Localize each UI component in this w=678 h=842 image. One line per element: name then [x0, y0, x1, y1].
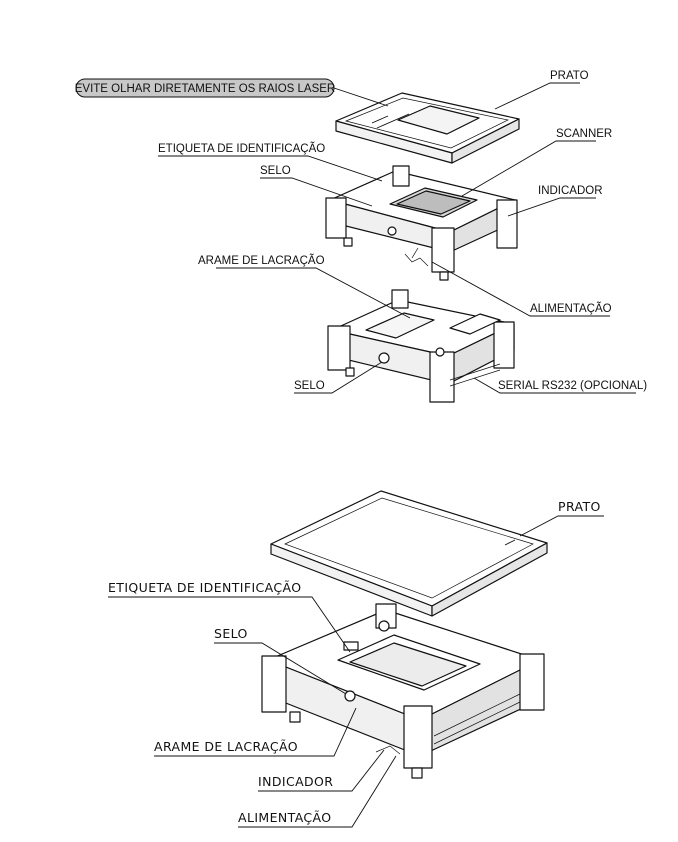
label-etiqueta-top: ETIQUETA DE IDENTIFICAÇÃO	[158, 142, 325, 155]
label-etiqueta-bottom: ETIQUETA DE IDENTIFICAÇÃO	[108, 580, 302, 595]
label-prato-bottom: PRATO	[558, 499, 601, 514]
leader-arame-bottom	[154, 707, 357, 757]
leader-alimentacao-bottom	[238, 755, 397, 828]
label-indicador-top: INDICADOR	[538, 185, 603, 197]
top-figure: EVITE OLHAR DIRETAMENTE OS RAIOS LASER	[75, 70, 647, 403]
leader-indicador-bottom	[258, 749, 385, 792]
label-serial: SERIAL RS232 (OPCIONAL)	[498, 380, 647, 392]
top-platter	[335, 92, 520, 164]
label-scanner: SCANNER	[556, 128, 612, 140]
leader-prato-top	[494, 82, 580, 110]
bottom-platter	[270, 490, 548, 617]
leader-alimentacao-top	[431, 261, 610, 317]
laser-warning-text: EVITE OLHAR DIRETAMENTE OS RAIOS LASER	[75, 83, 336, 95]
label-prato-top: PRATO	[550, 70, 589, 82]
label-selo-bottom: SELO	[214, 626, 248, 641]
leader-arame	[216, 267, 411, 319]
leader-selo-bottom	[214, 642, 347, 695]
label-arame: ARAME DE LACRAÇÃO	[198, 254, 325, 267]
leader-warning	[333, 87, 389, 107]
leader-serial	[473, 377, 636, 394]
label-alimentacao-bottom: ALIMENTAÇÃO	[238, 810, 332, 825]
label-alimentacao-top: ALIMENTAÇÃO	[530, 302, 612, 315]
leader-selo-lower	[294, 361, 383, 394]
leader-indicador-top	[507, 197, 596, 217]
top-scanner-module	[325, 165, 518, 281]
leader-selo-upper	[260, 177, 373, 207]
label-selo-upper: SELO	[260, 165, 291, 177]
top-base-module	[327, 289, 515, 403]
label-indicador-bottom: INDICADOR	[258, 774, 333, 789]
bottom-base	[261, 603, 545, 779]
bottom-figure: PRATO ETIQUETA DE IDENTIFICAÇÃO SELO ARA…	[108, 490, 604, 828]
leader-etiqueta-top	[158, 155, 383, 182]
leader-etiqueta-bottom	[108, 596, 351, 653]
leader-scanner	[461, 140, 596, 197]
label-arame-bottom: ARAME DE LACRAÇÃO	[154, 739, 298, 754]
label-selo-lower: SELO	[294, 380, 325, 392]
leader-prato-bottom	[519, 515, 604, 537]
